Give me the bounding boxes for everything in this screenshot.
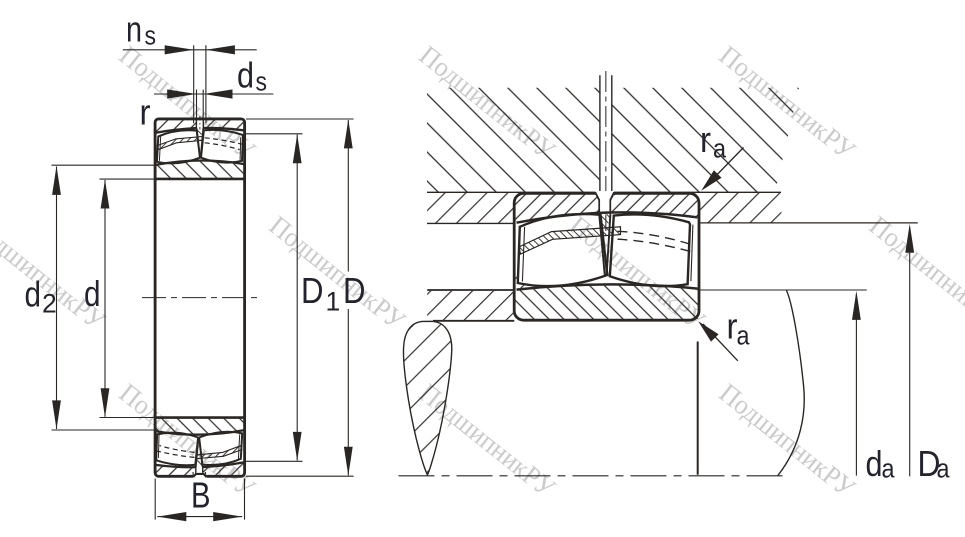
svg-text:s: s [145,21,157,51]
svg-text:2: 2 [42,289,57,319]
svg-text:d: d [866,443,883,484]
svg-text:B: B [191,475,211,516]
svg-text:D: D [301,270,324,311]
svg-text:D: D [343,270,366,311]
svg-text:r: r [727,306,738,347]
svg-text:a: a [713,134,726,164]
svg-text:d: d [237,55,254,96]
svg-text:d: d [84,273,101,314]
svg-text:r: r [700,119,711,160]
svg-text:1: 1 [326,287,341,317]
svg-text:a: a [937,454,950,484]
svg-text:D: D [918,443,941,484]
svg-text:r: r [140,92,151,133]
svg-text:a: a [882,454,895,484]
svg-text:a: a [737,321,750,351]
svg-text:d: d [25,274,42,315]
svg-text:n: n [126,9,142,50]
svg-text:s: s [256,67,268,97]
